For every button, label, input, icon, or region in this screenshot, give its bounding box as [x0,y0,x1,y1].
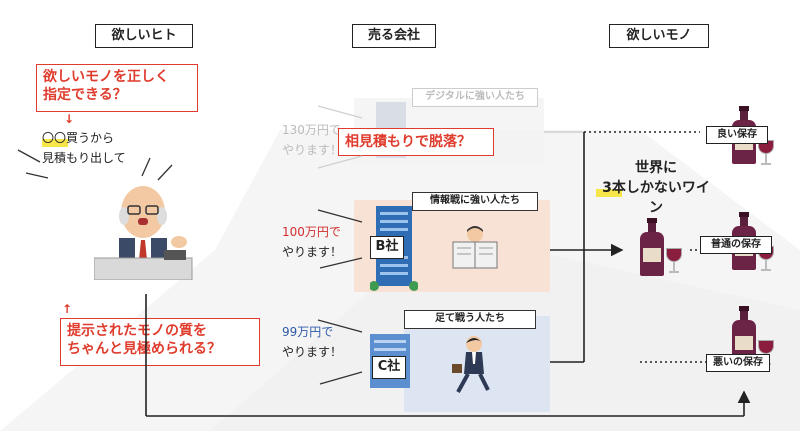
question-specify-line1: 欲しいモノを正しく [43,69,169,85]
speech-highlight [42,139,68,147]
running-person-icon [452,336,490,393]
quote-c: 99万円で やります！ [282,322,342,362]
company-c-label: C社 [372,356,406,379]
question-quality-line1: 提示されたモノの質を [67,323,207,339]
product-title-line1: 世界に [635,160,677,176]
question-specify-line2: 指定できる？ [43,87,127,103]
quote-c-line1: 99万円で [282,325,334,339]
title-highlight [596,189,622,197]
quote-a-line2: やります！ [282,143,343,157]
question-quality-line2: ちゃんと見極められる？ [67,341,221,357]
product-title-line2: 3本しかないワイン [602,180,710,216]
quote-b: 100万円で やります！ [282,222,342,262]
storage-normal: 普通の保存 [700,236,772,254]
buyer-speech: 〇〇買うから 見積もり出して [42,128,126,168]
storage-good: 良い保存 [706,126,768,144]
speech-line1: 〇〇買うから [42,131,115,145]
wine-bottle-center-icon [640,218,664,276]
quote-b-line1: 100万円で [282,225,341,239]
company-a-tag: デジタルに強い人たち [412,88,538,107]
header-seller: 売る会社 [352,24,436,48]
quote-b-line2: やります！ [282,245,343,259]
header-product: 欲しいモノ [609,24,709,48]
question-specify: 欲しいモノを正しく 指定できる？ [36,64,198,112]
wine-glass-center-icon [666,248,682,274]
product-title: 世界に 3本しかないワイン [596,158,716,218]
company-b-tag: 情報戦に強い人たち [412,192,538,211]
question-quality: 提示されたモノの質を ちゃんと見極められる？ [60,318,260,366]
header-buyer: 欲しいヒト [95,24,193,48]
company-b-label: B社 [370,236,404,259]
buyer-illustration [94,186,193,280]
arrow-down: ↓ [64,112,75,126]
dropout-label: 相見積もりで脱落？ [338,128,494,156]
arrow-up: ↑ [62,302,73,316]
newspaper-person-icon [452,226,498,269]
quote-c-line2: やります！ [282,345,343,359]
quote-a: 130万円で やります！ [282,120,342,160]
quote-a-line1: 130万円で [282,123,341,137]
company-c-tag: 足て戦う人たち [404,310,536,329]
storage-bad: 悪いの保存 [706,354,770,372]
speech-line2: 見積もり出して [42,151,126,165]
